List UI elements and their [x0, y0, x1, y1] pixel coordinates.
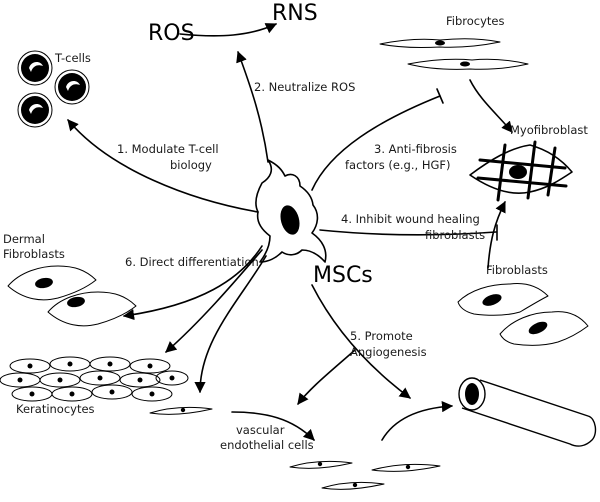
tcell — [17, 92, 53, 128]
endothelial-arrow — [231, 411, 315, 441]
modulate-arrow — [67, 119, 259, 213]
modulate-label-2: biology — [170, 158, 212, 172]
inhibit-line — [319, 229, 497, 236]
fibroblasts-group — [457, 283, 589, 346]
tcells-label: T-cells — [54, 51, 91, 65]
endothelial-cell — [371, 463, 441, 472]
fibroblast — [457, 283, 549, 316]
modulate-label-1: 1. Modulate T-cell — [117, 142, 219, 156]
endothelial-to-vessel-arrow — [381, 401, 454, 441]
fibrocyte-to-myofibroblast-arrow — [469, 79, 513, 133]
direct-differentiation-arrow — [122, 245, 263, 321]
rns-label: RNS — [272, 1, 318, 26]
dermal-fibroblast — [7, 265, 97, 301]
dermal-fibroblasts-group — [7, 265, 137, 327]
endothelial-cell — [321, 481, 385, 490]
antifibrosis-label-2: factors (e.g., HGF) — [345, 158, 450, 172]
vascular-label-1: vascular — [236, 423, 285, 437]
msc-to-endothelial-arrow-left — [194, 255, 267, 394]
fibrocytes-label: Fibrocytes — [446, 14, 505, 28]
keratinocyte-arrow — [165, 249, 263, 353]
vascular-label-2: endothelial cells — [220, 438, 314, 452]
tcell — [54, 69, 90, 105]
fibrocytes-group — [379, 38, 529, 70]
neutralize-arrow — [236, 50, 269, 163]
keratinocytes-label: Keratinocytes — [16, 402, 95, 416]
fibroblast-to-myofibroblast-arrow — [487, 200, 506, 269]
myofibroblast-label: Myofibroblast — [510, 123, 588, 137]
antifibrosis-bar — [436, 88, 444, 104]
fibrocyte — [379, 38, 501, 49]
msc-to-vessel-arrow — [311, 284, 411, 399]
antifibrosis-label-1: 3. Anti-fibrosis — [374, 142, 457, 156]
msc-to-endothelial-arrow-right — [297, 349, 356, 405]
dermal-label-2: Fibroblasts — [3, 247, 65, 261]
mscs-label: MSCs — [313, 263, 373, 288]
ros-to-rns-arrow — [179, 23, 278, 37]
promote-label-1: 5. Promote — [350, 329, 413, 343]
tcells-group — [17, 50, 90, 128]
direct-differentiation-label: 6. Direct differentiation — [125, 255, 259, 269]
endothelial-cell — [149, 406, 213, 415]
promote-label-2: Angiogenesis — [350, 345, 427, 359]
tcell — [17, 50, 53, 86]
inhibit-label-2: fibroblasts — [425, 228, 485, 242]
msc-cell — [255, 159, 327, 263]
myofibroblast-cell — [469, 140, 573, 202]
keratinocytes-group — [0, 356, 189, 402]
neutralize-label: 2. Neutralize ROS — [254, 80, 355, 94]
endothelial-cells-group — [149, 406, 441, 490]
ros-label: ROS — [148, 21, 195, 46]
endothelial-cell — [289, 460, 353, 469]
inhibit-label-1: 4. Inhibit wound healing — [341, 212, 480, 226]
dermal-label-1: Dermal — [3, 232, 45, 246]
blood-vessel — [458, 377, 597, 447]
fibroblasts-label: Fibroblasts — [486, 263, 548, 277]
fibrocyte — [407, 58, 529, 70]
antifibrosis-inhibit-line — [311, 95, 441, 191]
fibroblast — [499, 311, 589, 346]
dermal-fibroblast — [47, 291, 137, 327]
